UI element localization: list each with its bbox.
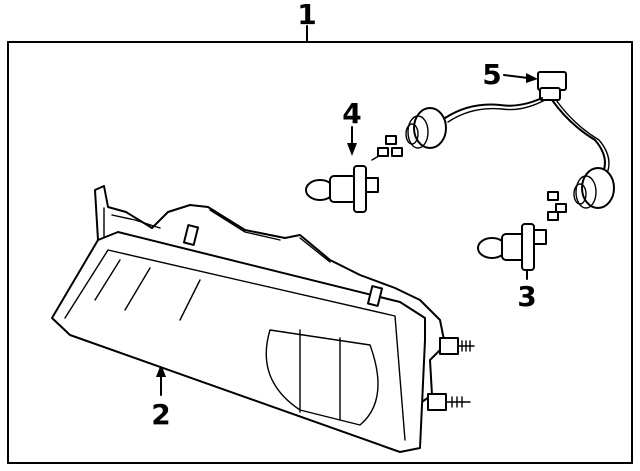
assembly-frame [7, 25, 633, 464]
callout-2-label: 2 [151, 398, 170, 431]
wiring-harness [385, 71, 615, 213]
callout-4-label: 4 [342, 97, 361, 130]
callout-1-label: 1 [297, 0, 316, 31]
callout-3-label: 3 [517, 280, 536, 313]
mounting-stud-upper [439, 337, 475, 355]
mounting-stud-lower [427, 393, 471, 411]
bulb-lower [477, 211, 559, 271]
callout-5-label: 5 [482, 58, 501, 91]
bulb-upper [305, 147, 389, 213]
headlamp-lens [51, 224, 426, 453]
